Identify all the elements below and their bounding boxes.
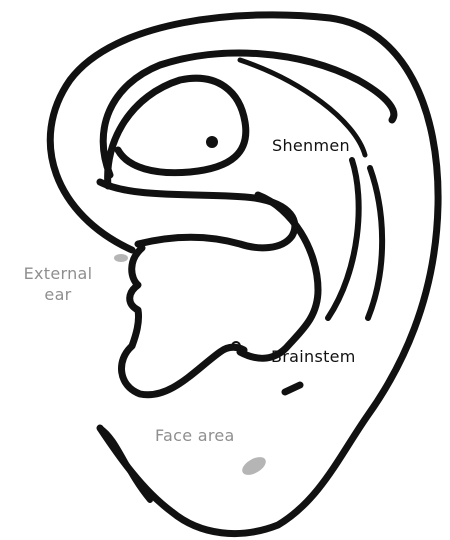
external-ear-label-line1: External xyxy=(12,263,104,284)
face-area-label: Face area xyxy=(155,425,235,446)
lobe-outline xyxy=(100,428,150,500)
shenmen-label: Shenmen xyxy=(272,135,350,156)
concha-outline xyxy=(240,195,318,358)
antitragus-stroke xyxy=(285,385,300,392)
external-ear-marker xyxy=(114,254,128,262)
external-ear-label: External ear xyxy=(12,263,104,305)
triangular-fossa-outline xyxy=(108,78,246,186)
external-ear-label-line2: ear xyxy=(12,284,104,305)
tragus-outline xyxy=(122,248,244,395)
antihelix-ridge-2 xyxy=(328,160,359,318)
face-area-marker xyxy=(239,453,269,478)
shenmen-point-marker xyxy=(206,136,218,148)
brainstem-label: Brainstem xyxy=(271,346,356,367)
crus-of-helix-outline xyxy=(100,182,295,248)
helix-inner-outline xyxy=(103,53,394,175)
antihelix-ridge-3 xyxy=(368,168,382,318)
